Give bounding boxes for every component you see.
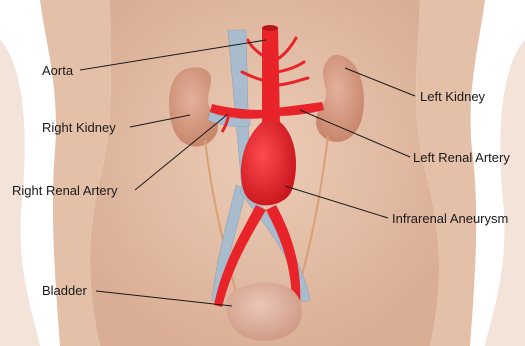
label-right-kidney: Right Kidney [42, 120, 116, 135]
label-bladder: Bladder [42, 283, 87, 298]
label-infrarenal-aneurysm: Infrarenal Aneurysm [392, 211, 508, 226]
label-left-kidney: Left Kidney [420, 89, 486, 104]
label-right-renal-artery: Right Renal Artery [12, 183, 118, 198]
bladder [226, 283, 302, 341]
label-aorta: Aorta [42, 63, 74, 78]
label-left-renal-artery: Left Renal Artery [413, 150, 510, 165]
